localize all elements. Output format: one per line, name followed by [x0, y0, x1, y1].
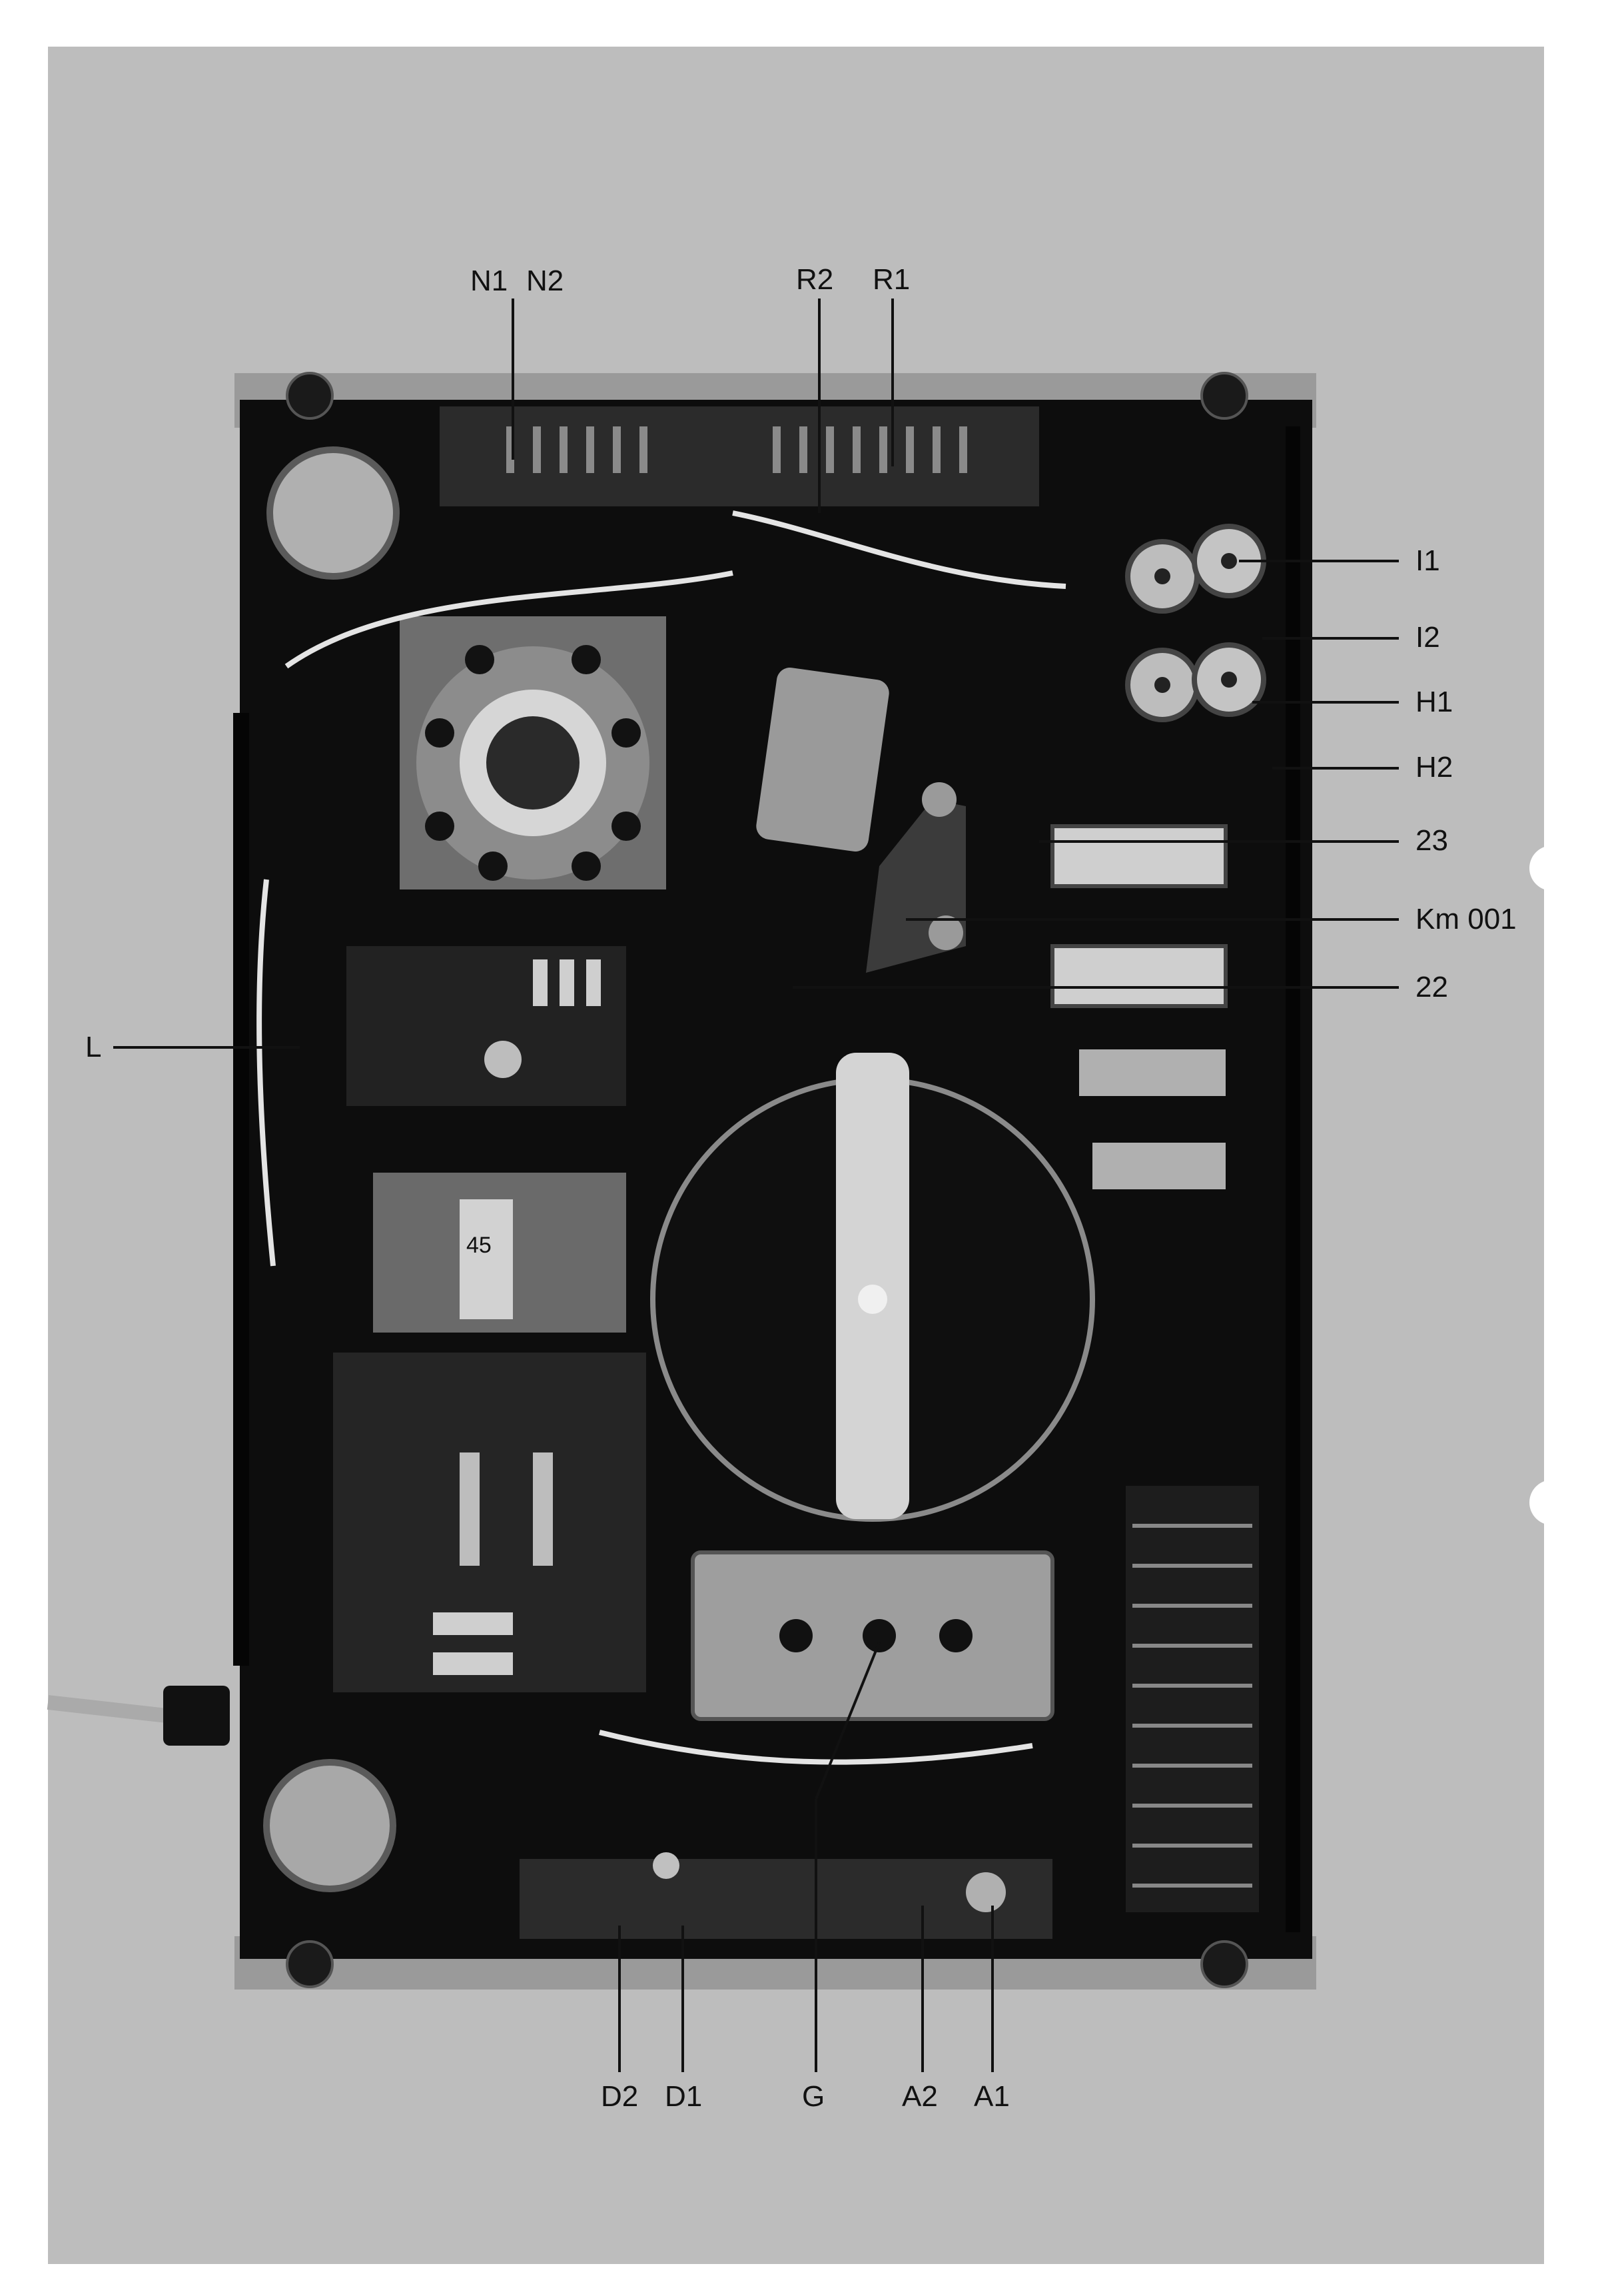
- screw-bottom-left: [286, 1940, 334, 1988]
- label-I1: I1: [1415, 544, 1440, 577]
- label-I2: I2: [1415, 621, 1440, 654]
- top-connector-strip: [440, 406, 1039, 506]
- terminal-strip: [1126, 1486, 1259, 1912]
- label-D1: D1: [665, 2080, 703, 2113]
- capacitor-top-left: [266, 446, 400, 580]
- circuit-board-upper: [346, 946, 626, 1106]
- label-R1: R1: [873, 263, 911, 296]
- bottom-connector-strip: [520, 1859, 1052, 1939]
- label-A1: A1: [974, 2080, 1010, 2113]
- screw-top-right: [1200, 372, 1248, 420]
- label-D2: D2: [601, 2080, 639, 2113]
- motor-flange: [400, 616, 666, 889]
- label-R2: R2: [796, 263, 834, 296]
- label-23: 23: [1415, 824, 1448, 857]
- screw-bottom-right: [1200, 1940, 1248, 1988]
- label-N2: N2: [526, 265, 564, 297]
- label-Km001: Km 001: [1415, 903, 1517, 935]
- relay-coil: [756, 668, 889, 852]
- right-rail: [1286, 426, 1300, 1932]
- label-22: 22: [1415, 971, 1448, 1003]
- label-A2: A2: [902, 2080, 938, 2113]
- potentiometers: [1125, 524, 1266, 722]
- relay-22: [1050, 944, 1228, 1008]
- label-L: L: [85, 1031, 102, 1063]
- punch-hole-2: [1529, 1480, 1575, 1525]
- screws: [286, 372, 1248, 1988]
- mains-cable: [47, 1695, 168, 1723]
- leader-lines: [113, 298, 1399, 2072]
- circuit-board-lower: [333, 1353, 646, 1692]
- capacitor-bottom-left: [263, 1759, 396, 1892]
- punch-hole-1: [1529, 846, 1575, 891]
- screw-top-left: [286, 372, 334, 420]
- svg-text:45: 45: [466, 1233, 492, 1258]
- label-G: G: [802, 2080, 825, 2113]
- label-N1: N1: [470, 265, 508, 297]
- relay-23: [1050, 824, 1228, 888]
- label-H2: H2: [1415, 751, 1453, 784]
- left-rail: [233, 713, 249, 1666]
- label-H1: H1: [1415, 686, 1453, 718]
